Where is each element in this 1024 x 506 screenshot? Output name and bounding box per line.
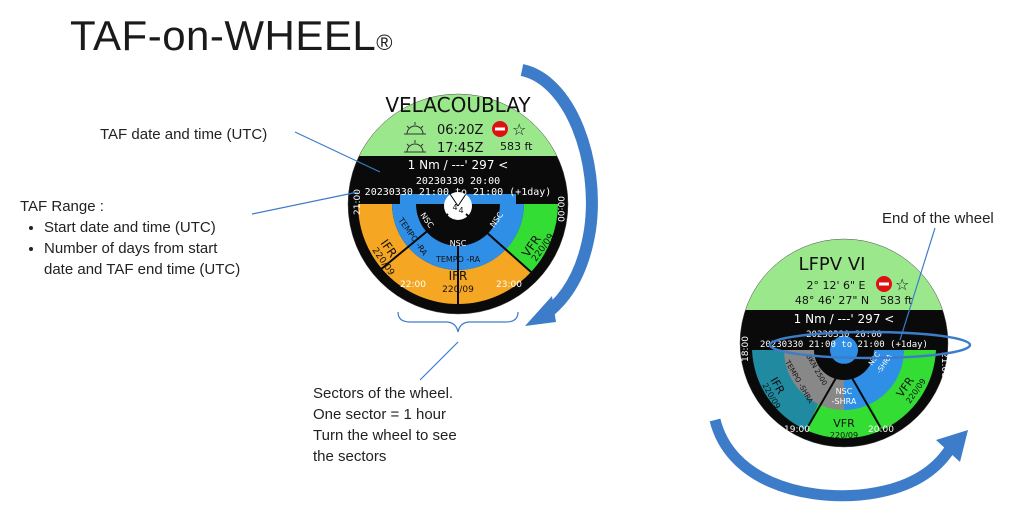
end-of-wheel-ellipse (768, 330, 972, 360)
sectors-line-3: Turn the wheel to see (313, 427, 457, 444)
no-entry-icon[interactable] (492, 121, 508, 137)
right-hour-label: 21:00 (939, 352, 949, 378)
rotate-arrow-bottom-head-icon (936, 430, 968, 462)
taf-date-annotation: TAF date and time (UTC) (100, 126, 268, 143)
right-sector-nsc (844, 350, 904, 410)
right-elevation: 583 ft (880, 294, 913, 307)
taf-range-title: TAF Range : (20, 198, 104, 215)
left-hour-label: 21:00 (353, 189, 363, 215)
left-taf-issue: 20230330 20:00 (416, 176, 500, 187)
rotate-arrow-icon (520, 64, 598, 324)
left-sector-ifr-1 (358, 204, 458, 304)
left-hour-label: 23:00 (496, 280, 522, 290)
sectors-annotation: Sectors of the wheel. One sector = 1 hou… (313, 383, 457, 467)
star-icon[interactable]: ☆ (895, 275, 909, 294)
right-hour-label: 20:00 (868, 425, 894, 435)
right-sector-bkn (784, 350, 844, 410)
left-sector-cond: IFR (449, 269, 468, 283)
right-station-name: LFPV VI (799, 254, 866, 275)
right-sector-wx: -SHRA (832, 397, 857, 406)
left-elevation: 583 ft (500, 140, 533, 153)
end-of-wheel-annotation: End of the wheel (882, 210, 994, 227)
star-icon[interactable]: ☆ (512, 120, 526, 139)
sunset-icon (404, 140, 426, 153)
taf-range-item-days: Number of days from start (44, 238, 240, 259)
sectors-line-2: One sector = 1 hour (313, 406, 446, 423)
left-sector-sky: NSC (450, 239, 467, 248)
sunrise-icon (404, 122, 426, 135)
left-hour-label: 00:00 (555, 196, 565, 222)
taf-range-item-days-cont: date and TAF end time (UTC) (44, 261, 241, 278)
left-sector-vis: 220/09 (442, 285, 474, 295)
registered-mark: ® (376, 30, 393, 55)
end-of-wheel-pointer (899, 227, 936, 341)
left-taf-range: 20230330 21:00 to 21:00 (+1day) (365, 187, 552, 198)
right-sector-sky: NSC (836, 387, 853, 396)
right-lat: 48° 46' 27" N (795, 294, 869, 307)
right-info-line: 1 Nm / ---' 297 < (794, 312, 895, 326)
right-taf-range: 20230330 21:00 to 21:00 (+1day) (760, 340, 928, 350)
left-sunrise: 06:20Z (437, 123, 483, 138)
right-sector-vis: 220/09 (830, 431, 858, 440)
taf-date-pointer (294, 131, 381, 173)
no-entry-icon[interactable] (876, 276, 892, 292)
sectors-brace (397, 311, 519, 333)
right-sector-vfr (806, 400, 882, 439)
left-sector-wx: TEMPO -RA (435, 255, 481, 264)
sectors-line-4: the sectors (313, 448, 387, 465)
rotate-arrow-bottom-icon (709, 418, 960, 502)
taf-range-item-start: Start date and time (UTC) (44, 217, 240, 238)
taf-range-pointer (251, 191, 359, 215)
left-hub-digit: 4 (452, 203, 457, 212)
page-title: TAF-on-WHEEL® (70, 12, 393, 60)
left-sector-nsc (392, 204, 524, 270)
right-hour-label: 19:00 (784, 425, 810, 435)
left-info-line: 1 Nm / ---' 297 < (408, 158, 509, 172)
left-station-name: VELACOUBLAY (385, 93, 531, 117)
sectors-line-1: Sectors of the wheel. (313, 385, 454, 402)
taf-range-annotation: TAF Range : Start date and time (UTC) Nu… (20, 196, 240, 280)
left-hour-label: 22:00 (400, 280, 426, 290)
right-hour-label: 18:00 (741, 336, 751, 362)
right-sector-vfr-2 (868, 350, 936, 430)
left-sector-vfr (506, 204, 558, 272)
title-text: TAF-on-WHEEL (70, 12, 377, 59)
sectors-pointer (419, 341, 459, 381)
right-taf-issue: 20230330 20:00 (806, 330, 882, 340)
right-lon: 2° 12' 6" E (806, 279, 865, 292)
rotate-arrow-head-icon (525, 296, 556, 326)
left-hub-digit-2: 4 (458, 206, 463, 215)
right-sector-cond: VFR (833, 417, 855, 430)
left-sunset: 17:45Z (437, 141, 483, 156)
right-sector-ifr (752, 350, 820, 430)
left-sector-ifr-2 (458, 249, 531, 304)
